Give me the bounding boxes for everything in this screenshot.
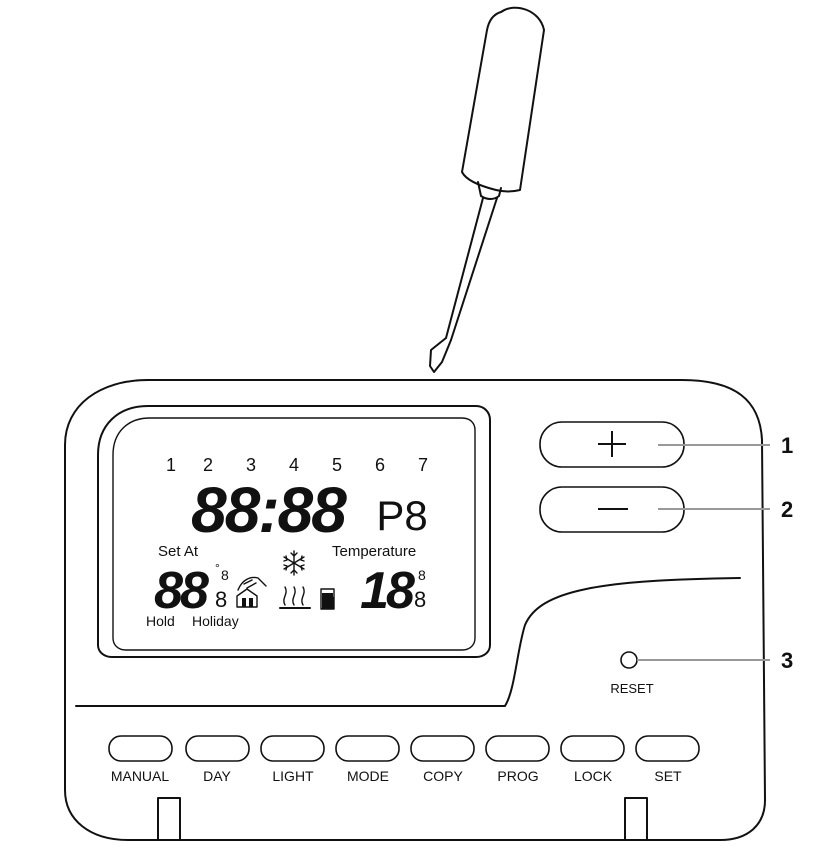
bottom-button-row: MANUAL DAY LIGHT MODE COPY PROG LOCK SET (108, 735, 700, 784)
housing-cutout-line (75, 577, 741, 707)
reset-button[interactable] (620, 651, 638, 669)
thermostat-housing (64, 379, 766, 841)
day-5: 5 (332, 455, 342, 475)
day-7: 7 (418, 455, 428, 475)
mode-button[interactable] (335, 735, 400, 762)
mode-label: MODE (347, 768, 389, 784)
lock-button[interactable] (560, 735, 625, 762)
temperature-label: Temperature (332, 543, 416, 560)
reset-label: RESET (610, 681, 653, 696)
copy-label: COPY (423, 768, 463, 784)
manual-label: MANUAL (111, 768, 170, 784)
light-button[interactable] (260, 735, 325, 762)
prog-button[interactable] (485, 735, 550, 762)
set-degree-symbol: ° (215, 561, 220, 575)
room-temp-decimal-bottom: 8 (414, 587, 426, 612)
time-display: 88:88 (191, 474, 347, 546)
house-icon (236, 588, 258, 608)
set-temp-decimal-top: 8 (221, 567, 229, 583)
day-6: 6 (375, 455, 385, 475)
hold-label: Hold (146, 613, 175, 629)
plus-button[interactable] (539, 421, 685, 468)
lcd-screen (112, 417, 476, 651)
snowflake-icon (283, 550, 305, 576)
manual-button[interactable] (108, 735, 173, 762)
right-tab (624, 797, 648, 841)
day-4: 4 (289, 455, 299, 475)
prog-label: PROG (497, 768, 538, 784)
set-at-label: Set At (158, 543, 199, 560)
room-temp-display: 18 (360, 562, 415, 620)
set-temp-decimal-bottom: 8 (215, 587, 227, 612)
set-button[interactable] (635, 735, 700, 762)
lock-label: LOCK (574, 768, 613, 784)
heat-waves-icon (279, 586, 311, 609)
set-temp-display: 88 (154, 562, 209, 620)
program-indicator: P8 (376, 492, 427, 539)
callout-1: 1 (781, 433, 793, 458)
callout-2: 2 (781, 497, 793, 522)
hand-icon (237, 576, 267, 591)
copy-button[interactable] (410, 735, 475, 762)
callout-3: 3 (781, 648, 793, 673)
screwdriver-icon (429, 6, 545, 373)
day-label: DAY (203, 768, 231, 784)
holiday-label: Holiday (192, 613, 239, 629)
battery-icon (320, 588, 335, 610)
day-button[interactable] (185, 735, 250, 762)
set-label: SET (654, 768, 682, 784)
day-indicators: 1 2 3 4 5 6 7 (166, 455, 428, 475)
room-temp-decimal-top: 8 (418, 567, 426, 583)
day-3: 3 (246, 455, 256, 475)
light-label: LIGHT (272, 768, 314, 784)
left-tab (157, 797, 181, 841)
day-1: 1 (166, 455, 176, 475)
lcd-bezel (97, 405, 491, 658)
day-2: 2 (203, 455, 213, 475)
